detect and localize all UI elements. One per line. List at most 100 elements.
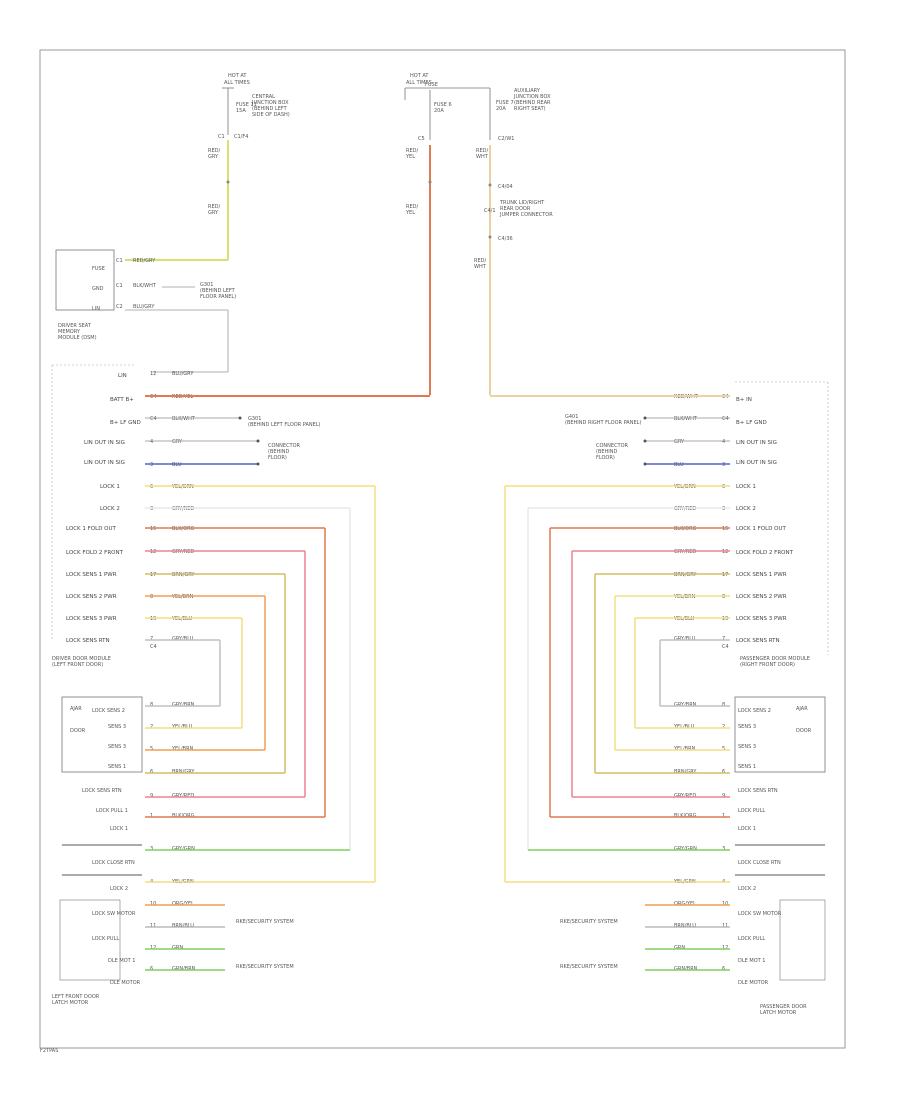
svg-text:3: 3 — [150, 846, 153, 852]
svg-text:LOCK 2: LOCK 2 — [100, 506, 120, 512]
svg-text:LOCK FOLD 2 FRONT: LOCK FOLD 2 FRONT — [66, 550, 124, 556]
svg-text:GRY: GRY — [172, 439, 183, 445]
svg-text:GRN/BRN: GRN/BRN — [172, 966, 196, 972]
svg-text:MODULE (DSM): MODULE (DSM) — [58, 335, 97, 341]
svg-text:C4/04: C4/04 — [498, 184, 513, 190]
svg-text:FUSE 6: FUSE 6 — [434, 102, 452, 108]
driver-seat-module: FUSE GND LIN C1 C1 C2 RED/GRY BLK/WHT G3… — [55, 249, 236, 373]
right-door-module: B+ IN B+ LF GND LIN OUT IN SIG LIN OUT I… — [735, 381, 829, 668]
svg-text:LOCK SENS 1 PWR: LOCK SENS 1 PWR — [66, 572, 117, 578]
svg-text:BLU: BLU — [674, 462, 684, 468]
svg-text:GRN: GRN — [674, 945, 685, 951]
svg-text:YEL/BLU: YEL/BLU — [171, 724, 193, 730]
svg-text:FUSE 7: FUSE 7 — [496, 100, 514, 106]
svg-text:DRIVER DOOR MODULE: DRIVER DOOR MODULE — [52, 656, 111, 662]
svg-text:15A: 15A — [236, 108, 246, 114]
svg-text:GRY/RED: GRY/RED — [172, 506, 194, 512]
svg-text:GRN/BRN: GRN/BRN — [674, 966, 698, 972]
left-door-module: LIN BATT B+ B+ LF GND LIN OUT IN SIG LIN… — [51, 364, 141, 668]
svg-text:5: 5 — [150, 746, 153, 752]
svg-text:LOCK SENS 2: LOCK SENS 2 — [738, 708, 771, 714]
svg-text:15: 15 — [722, 526, 728, 532]
svg-text:11: 11 — [722, 923, 728, 929]
svg-text:LOCK 2: LOCK 2 — [738, 886, 756, 892]
svg-text:SIDE OF DASH): SIDE OF DASH) — [252, 112, 290, 118]
svg-text:3: 3 — [150, 506, 153, 512]
svg-text:17: 17 — [722, 572, 728, 578]
svg-text:YEL/BLU: YEL/BLU — [673, 616, 695, 622]
svg-text:DLE MOT 1: DLE MOT 1 — [108, 958, 135, 964]
svg-text:C1/F4: C1/F4 — [234, 134, 248, 140]
svg-text:7: 7 — [722, 636, 725, 642]
svg-text:CONNECTOR: CONNECTOR — [596, 443, 629, 449]
svg-text:C4: C4 — [150, 644, 157, 650]
svg-text:10: 10 — [722, 901, 728, 907]
svg-text:BRN/GRY: BRN/GRY — [674, 769, 697, 775]
svg-text:(BEHIND: (BEHIND — [596, 449, 618, 455]
svg-text:AJAR: AJAR — [796, 706, 808, 712]
svg-text:REAR DOOR: REAR DOOR — [500, 206, 531, 212]
svg-text:RED/GRY: RED/GRY — [133, 258, 156, 264]
svg-text:(BEHIND LEFT: (BEHIND LEFT — [200, 288, 236, 294]
svg-text:C4: C4 — [722, 416, 729, 422]
svg-text:LOCK SENS RTN: LOCK SENS RTN — [738, 788, 778, 794]
svg-text:LOCK 1: LOCK 1 — [110, 826, 128, 832]
svg-text:17: 17 — [150, 572, 156, 578]
svg-text:RED/: RED/ — [406, 204, 418, 210]
svg-text:6: 6 — [722, 484, 725, 490]
left-wire-labels: BLU/GRY RED/YEL BLK/WHT GRY BLU YEL/GRN … — [171, 371, 196, 642]
svg-text:LOCK 1: LOCK 1 — [100, 484, 120, 490]
svg-text:C5: C5 — [418, 136, 425, 142]
svg-text:LIN: LIN — [118, 373, 127, 379]
svg-text:20A: 20A — [434, 108, 444, 114]
svg-text:WHT: WHT — [474, 264, 487, 270]
svg-text:DLE MOT 1: DLE MOT 1 — [738, 958, 765, 964]
right-power-feed: HOT AT ALL TIMES FUSE FUSE 6 20A FUSE 7 … — [404, 73, 553, 395]
svg-text:B+ LF GND: B+ LF GND — [736, 420, 767, 426]
svg-text:19: 19 — [722, 616, 728, 622]
svg-text:3: 3 — [722, 506, 725, 512]
svg-text:GND: GND — [92, 286, 104, 292]
svg-text:4: 4 — [722, 439, 725, 445]
svg-text:BLK/ORG: BLK/ORG — [674, 526, 697, 532]
svg-text:G301: G301 — [248, 416, 261, 422]
svg-text:12: 12 — [722, 549, 728, 555]
svg-text:BRN/GRY: BRN/GRY — [674, 572, 697, 578]
svg-text:(LEFT FRONT DOOR): (LEFT FRONT DOOR) — [52, 662, 103, 668]
svg-text:GRY/GRN: GRY/GRN — [172, 846, 195, 852]
svg-text:3: 3 — [150, 462, 153, 468]
svg-text:YEL/GRN: YEL/GRN — [171, 484, 194, 490]
svg-text:GRY/BLU: GRY/BLU — [674, 636, 696, 642]
svg-text:GRN: GRN — [172, 945, 183, 951]
svg-text:ORG/YEL: ORG/YEL — [172, 901, 194, 907]
svg-text:ALL TIMES: ALL TIMES — [406, 80, 432, 86]
svg-text:DLE MOTOR: DLE MOTOR — [110, 980, 141, 986]
svg-text:PASSENGER DOOR MODULE: PASSENGER DOOR MODULE — [740, 656, 810, 662]
svg-text:12: 12 — [722, 945, 728, 951]
svg-text:LOCK PULL: LOCK PULL — [738, 808, 765, 814]
svg-text:GRY/RED: GRY/RED — [674, 549, 696, 555]
svg-text:1: 1 — [722, 813, 725, 819]
svg-text:YEL/BRN: YEL/BRN — [673, 594, 696, 600]
svg-text:LOCK SENS 2: LOCK SENS 2 — [92, 708, 125, 714]
svg-text:SENS 3: SENS 3 — [108, 724, 126, 730]
svg-text:LEFT FRONT DOOR: LEFT FRONT DOOR — [52, 994, 100, 1000]
svg-text:C1: C1 — [218, 134, 225, 140]
svg-text:HOT AT: HOT AT — [228, 73, 247, 79]
svg-text:C2: C2 — [116, 304, 123, 310]
svg-text:LOCK 2: LOCK 2 — [736, 506, 756, 512]
svg-text:FUSE: FUSE — [425, 82, 438, 88]
svg-text:LATCH MOTOR: LATCH MOTOR — [760, 1010, 797, 1016]
svg-text:BRN/BLU: BRN/BLU — [172, 923, 194, 929]
svg-text:G401: G401 — [565, 414, 578, 420]
svg-text:FLOOR PANEL): FLOOR PANEL) — [200, 294, 236, 300]
svg-text:RED/: RED/ — [406, 148, 418, 154]
svg-text:BATT B+: BATT B+ — [110, 397, 134, 403]
svg-text:ALL TIMES: ALL TIMES — [224, 80, 250, 86]
svg-text:3: 3 — [722, 846, 725, 852]
svg-text:AUXILIARY: AUXILIARY — [514, 88, 541, 94]
svg-text:8: 8 — [150, 594, 153, 600]
svg-text:GRY/BRN: GRY/BRN — [172, 702, 195, 708]
svg-text:RKE/SECURITY SYSTEM: RKE/SECURITY SYSTEM — [236, 919, 294, 925]
svg-text:JUNCTION BOX: JUNCTION BOX — [251, 100, 289, 106]
